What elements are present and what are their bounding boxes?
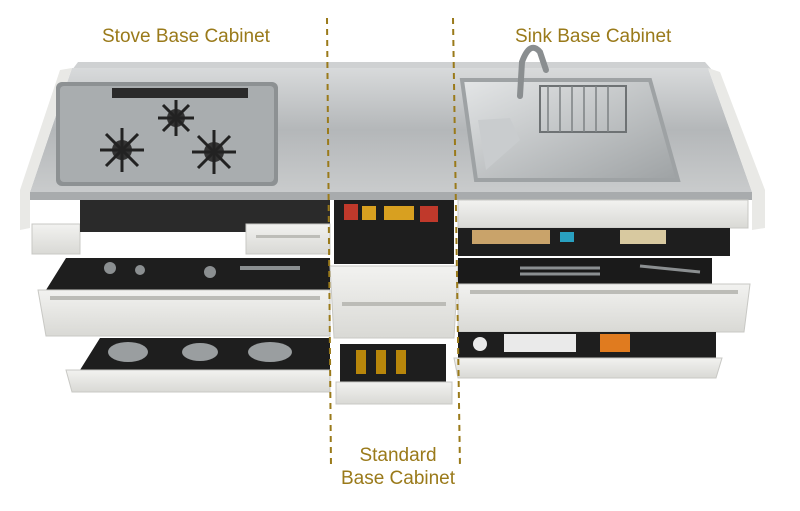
sink-top-panel xyxy=(457,199,749,229)
cooktop xyxy=(56,82,278,186)
standard-bottom-drawer-front xyxy=(335,381,453,405)
standard-base-cabinet-label: Standard Base Cabinet xyxy=(330,444,466,490)
stove-spice-drawer-front xyxy=(245,223,331,255)
gas-burner-icon xyxy=(100,128,144,172)
gas-burner-icon xyxy=(192,130,236,174)
right-side-panel xyxy=(708,68,765,230)
sink-bottom-drawer-interior xyxy=(458,332,716,358)
stove-bottom-drawer-front xyxy=(65,369,331,393)
gas-burner-icon xyxy=(158,100,194,136)
divider-line-right xyxy=(452,17,461,469)
standard-label-line2: Base Cabinet xyxy=(340,468,456,489)
divider-line-left xyxy=(326,17,332,469)
sink-utensil-drawer-interior xyxy=(458,258,712,284)
left-side-panel xyxy=(20,68,72,230)
stove-middle-drawer-front xyxy=(37,289,331,337)
sink-base-cabinet-label: Sink Base Cabinet xyxy=(515,26,672,47)
dish-rack-icon xyxy=(539,85,627,133)
standard-bottom-drawer-interior xyxy=(340,344,446,382)
cooktop-vent xyxy=(112,88,248,98)
standard-label-line1: Standard xyxy=(359,445,437,466)
faucet-icon xyxy=(517,44,549,99)
stove-top-small-drawer xyxy=(31,223,81,255)
stove-utensil-drawer-interior xyxy=(46,258,330,290)
countertop-front-edge xyxy=(30,192,752,200)
sink-bottom-drawer-front xyxy=(453,357,723,379)
sink xyxy=(459,44,681,182)
stove-base-cabinet-label: Stove Base Cabinet xyxy=(102,26,270,47)
